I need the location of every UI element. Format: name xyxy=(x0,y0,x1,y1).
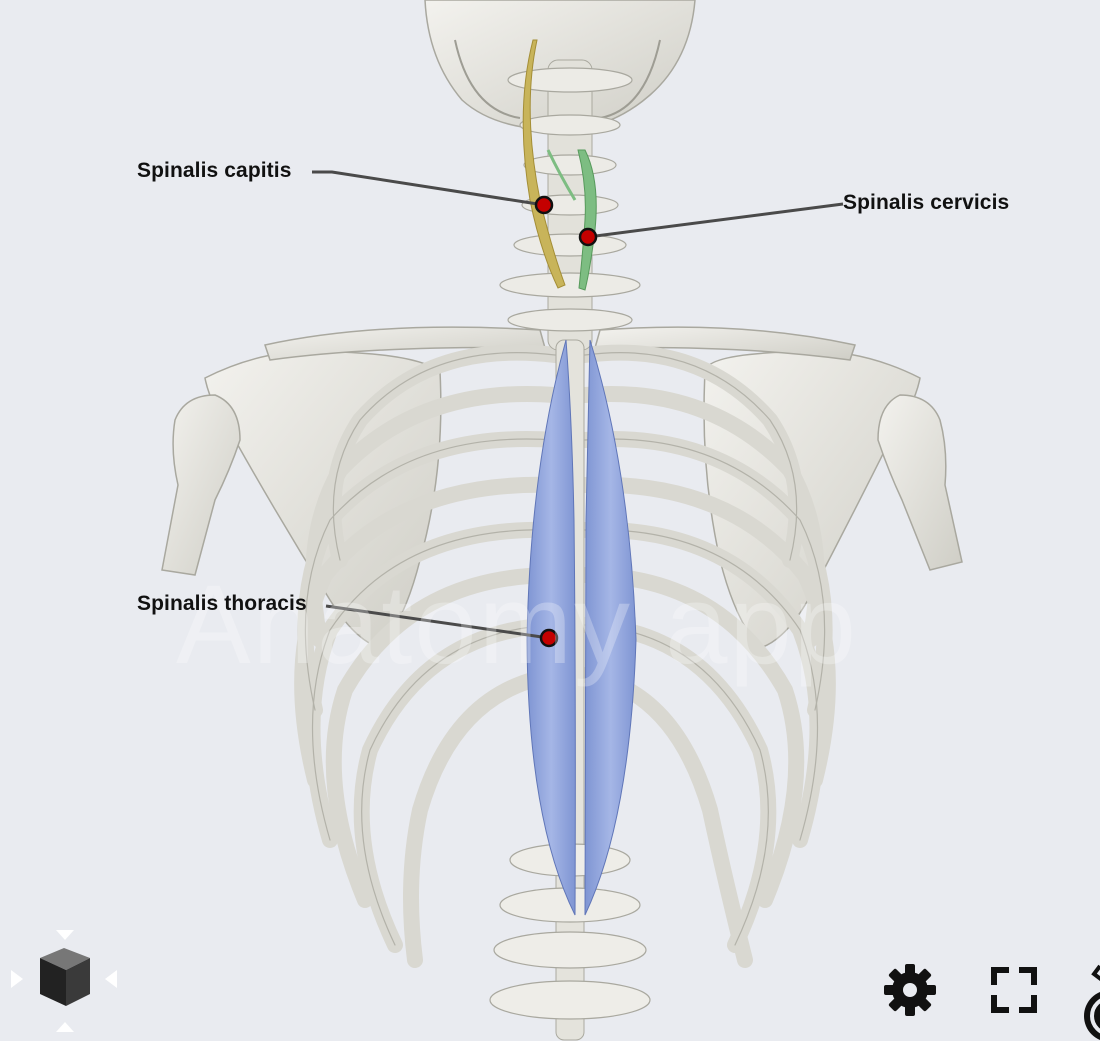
leader-line-thoracis xyxy=(325,604,550,640)
rotate-right-arrow-icon[interactable] xyxy=(105,970,117,988)
marker-spinalis-cervicis[interactable] xyxy=(578,227,598,247)
settings-button[interactable] xyxy=(880,960,940,1020)
info-button[interactable] xyxy=(1076,960,1100,1041)
leader-line-capitis xyxy=(312,170,545,207)
markers[interactable] xyxy=(534,195,598,648)
fullscreen-icon[interactable] xyxy=(986,962,1042,1018)
label-spinalis-thoracis[interactable]: Spinalis thoracis xyxy=(137,592,307,615)
rotate-down-arrow-icon[interactable] xyxy=(56,1022,74,1032)
spinalis-capitis-muscle xyxy=(522,39,566,289)
gear-icon[interactable] xyxy=(880,960,940,1020)
leader-lines xyxy=(312,170,844,640)
marker-spinalis-capitis[interactable] xyxy=(534,195,554,215)
spinalis-cervicis-muscle xyxy=(546,149,597,291)
marker-spinalis-thoracis[interactable] xyxy=(539,628,559,648)
rotate-left-arrow-icon[interactable] xyxy=(11,970,23,988)
spinalis-thoracis-muscle xyxy=(526,339,637,916)
leader-line-cervicis xyxy=(587,202,844,239)
label-spinalis-cervicis[interactable]: Spinalis cervicis xyxy=(843,191,1010,214)
fullscreen-button[interactable] xyxy=(986,962,1042,1018)
rib-cage xyxy=(294,344,836,968)
rotate-up-arrow-icon[interactable] xyxy=(56,930,74,940)
cube-icon[interactable] xyxy=(40,948,90,1006)
clavicles xyxy=(264,326,856,361)
label-spinalis-capitis[interactable]: Spinalis capitis xyxy=(137,159,292,182)
info-icon[interactable] xyxy=(1076,960,1100,1041)
view-cube-control[interactable] xyxy=(8,926,120,1036)
app-watermark: Anatomy app xyxy=(176,562,858,687)
